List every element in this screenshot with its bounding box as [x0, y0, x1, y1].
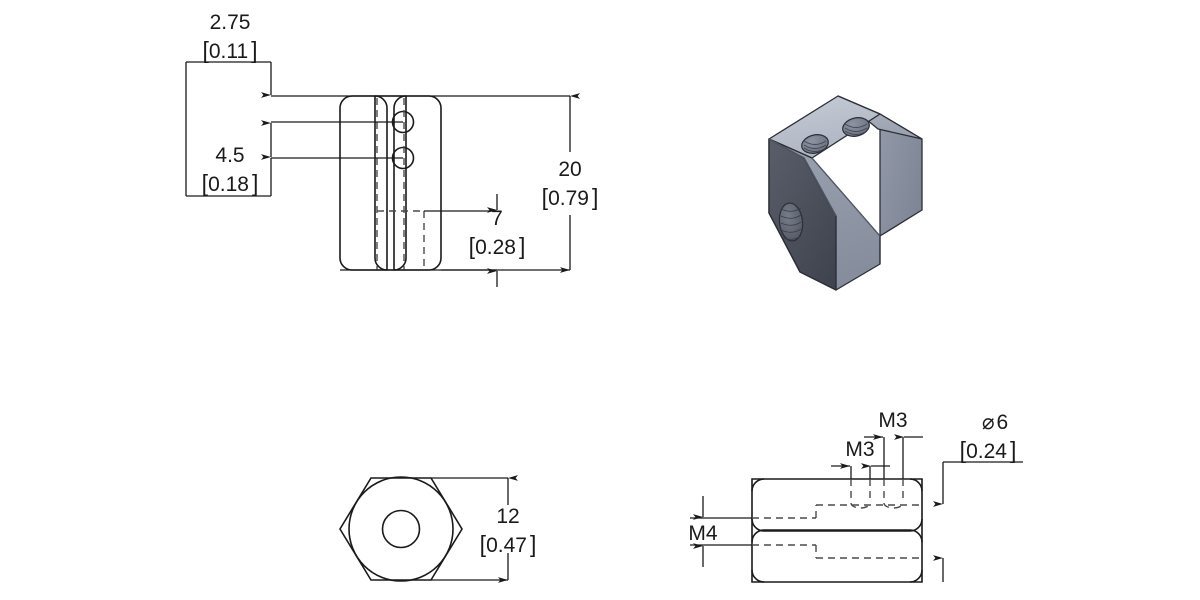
- diameter-icon: ⌀: [982, 411, 995, 434]
- bracket-close-2: ]: [252, 170, 258, 196]
- iso-tapped-hole-rear: [842, 117, 870, 137]
- dim-across-flats-inch: [0.47]: [480, 531, 537, 557]
- dim-across-flats-inch-value: 0.47: [486, 534, 527, 557]
- bracket-close-6: ]: [1010, 437, 1016, 463]
- dim-overall-length: 20 [0.79]: [441, 93, 599, 273]
- dim-across-flats: 12 [0.47]: [431, 475, 537, 583]
- dim-flange-width-inch: [0.11]: [202, 37, 257, 63]
- section-view-flat-edges: [751, 478, 923, 583]
- iso-tapped-hole-front: [801, 134, 829, 154]
- dim-thread-right: M3: [864, 409, 923, 479]
- section-view: M3 M3 M4: [688, 409, 1023, 583]
- dim-thread-left: M3: [831, 438, 890, 479]
- bracket-open-6: [: [960, 437, 967, 463]
- end-view-circumscribed-circle: [348, 476, 454, 582]
- end-view-center-bore: [381, 509, 421, 549]
- front-view-hidden-lines: [376, 98, 425, 270]
- iso-end-bore: [778, 202, 804, 242]
- dim-thread-left-label: M3: [845, 438, 874, 461]
- dim-flange-width-inch-value: 0.11: [209, 40, 248, 63]
- dim-across-flats-mm: 12: [496, 505, 519, 528]
- dim-flange-width: 2.75 [0.11]: [186, 11, 570, 98]
- dim-thread-right-label: M3: [878, 409, 907, 432]
- bracket-close-1: ]: [251, 37, 257, 63]
- dim-hole-spacing-inch: [0.18]: [202, 170, 259, 196]
- dim-hole-spacing-mm: 4.5: [215, 144, 244, 167]
- front-view: 2.75 [0.11] 4.5 [0.18]: [185, 11, 599, 287]
- dim-bore-diameter-inch: [0.24]: [960, 437, 1017, 463]
- dim-flange-width-mm: 2.75: [210, 11, 251, 34]
- bracket-close-5: ]: [530, 531, 536, 557]
- bracket-open-1: [: [202, 37, 209, 63]
- dim-bore-diameter: ⌀6 [0.24]: [933, 411, 1023, 582]
- isometric-view: [768, 95, 923, 291]
- bracket-open-2: [: [202, 170, 209, 196]
- dim-overall-length-inch-value: 0.79: [548, 187, 589, 210]
- end-view: 12 [0.47]: [339, 475, 537, 583]
- dim-bore-diameter-mm: ⌀6: [982, 411, 1008, 434]
- dim-thread-bore-label: M4: [688, 522, 717, 545]
- dim-hole-offset-mm: 7: [491, 207, 503, 230]
- bracket-close-3: ]: [519, 233, 525, 259]
- dim-bore-diameter-inch-value: 0.24: [966, 440, 1007, 463]
- dim-overall-length-mm: 20: [558, 158, 581, 181]
- dim-hole-offset-inch: [0.28]: [469, 233, 526, 259]
- bracket-open-4: [: [542, 184, 549, 210]
- end-view-hexagon: [339, 477, 463, 581]
- dim-thread-bore: M4: [688, 496, 752, 567]
- bracket-open-3: [: [469, 233, 476, 259]
- iso-end-face: [768, 138, 837, 291]
- front-view-holes: [391, 110, 415, 170]
- dim-hole-offset-inch-value: 0.28: [475, 236, 516, 259]
- dim-bore-diameter-value: 6: [996, 411, 1008, 434]
- bracket-close-4: ]: [592, 184, 598, 210]
- bracket-open-5: [: [480, 531, 487, 557]
- dim-hole-spacing: 4.5 [0.18]: [185, 62, 403, 197]
- section-view-hidden-lines: [752, 479, 922, 559]
- section-view-body-outline: [751, 478, 923, 583]
- dim-hole-offset: 7 [0.28]: [340, 194, 525, 287]
- dim-overall-length-inch: [0.79]: [542, 184, 599, 210]
- dim-hole-spacing-inch-value: 0.18: [208, 173, 249, 196]
